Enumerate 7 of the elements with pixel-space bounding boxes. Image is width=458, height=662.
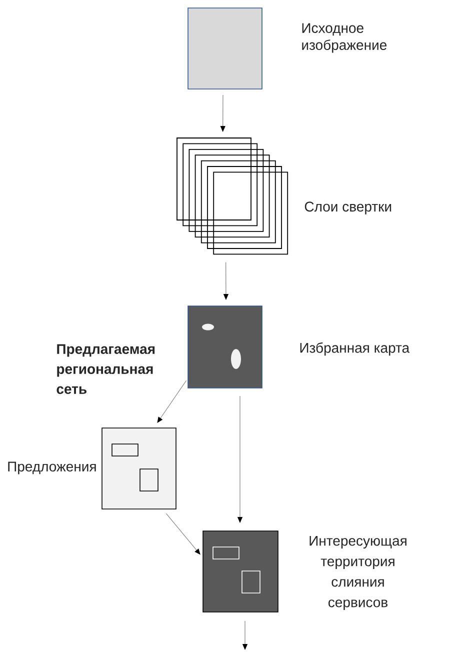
node-label: Избранная карта: [300, 342, 410, 356]
node-label: Интересующая территория слияния сервисов: [310, 536, 406, 610]
node-label: Исходное изображение: [302, 23, 387, 53]
node-label: Предложения: [8, 462, 96, 474]
arrow: [220, 94, 226, 132]
node-label: Слои свертки: [304, 202, 392, 214]
edge-label: Предлагаемая региональная сеть: [56, 344, 155, 394]
